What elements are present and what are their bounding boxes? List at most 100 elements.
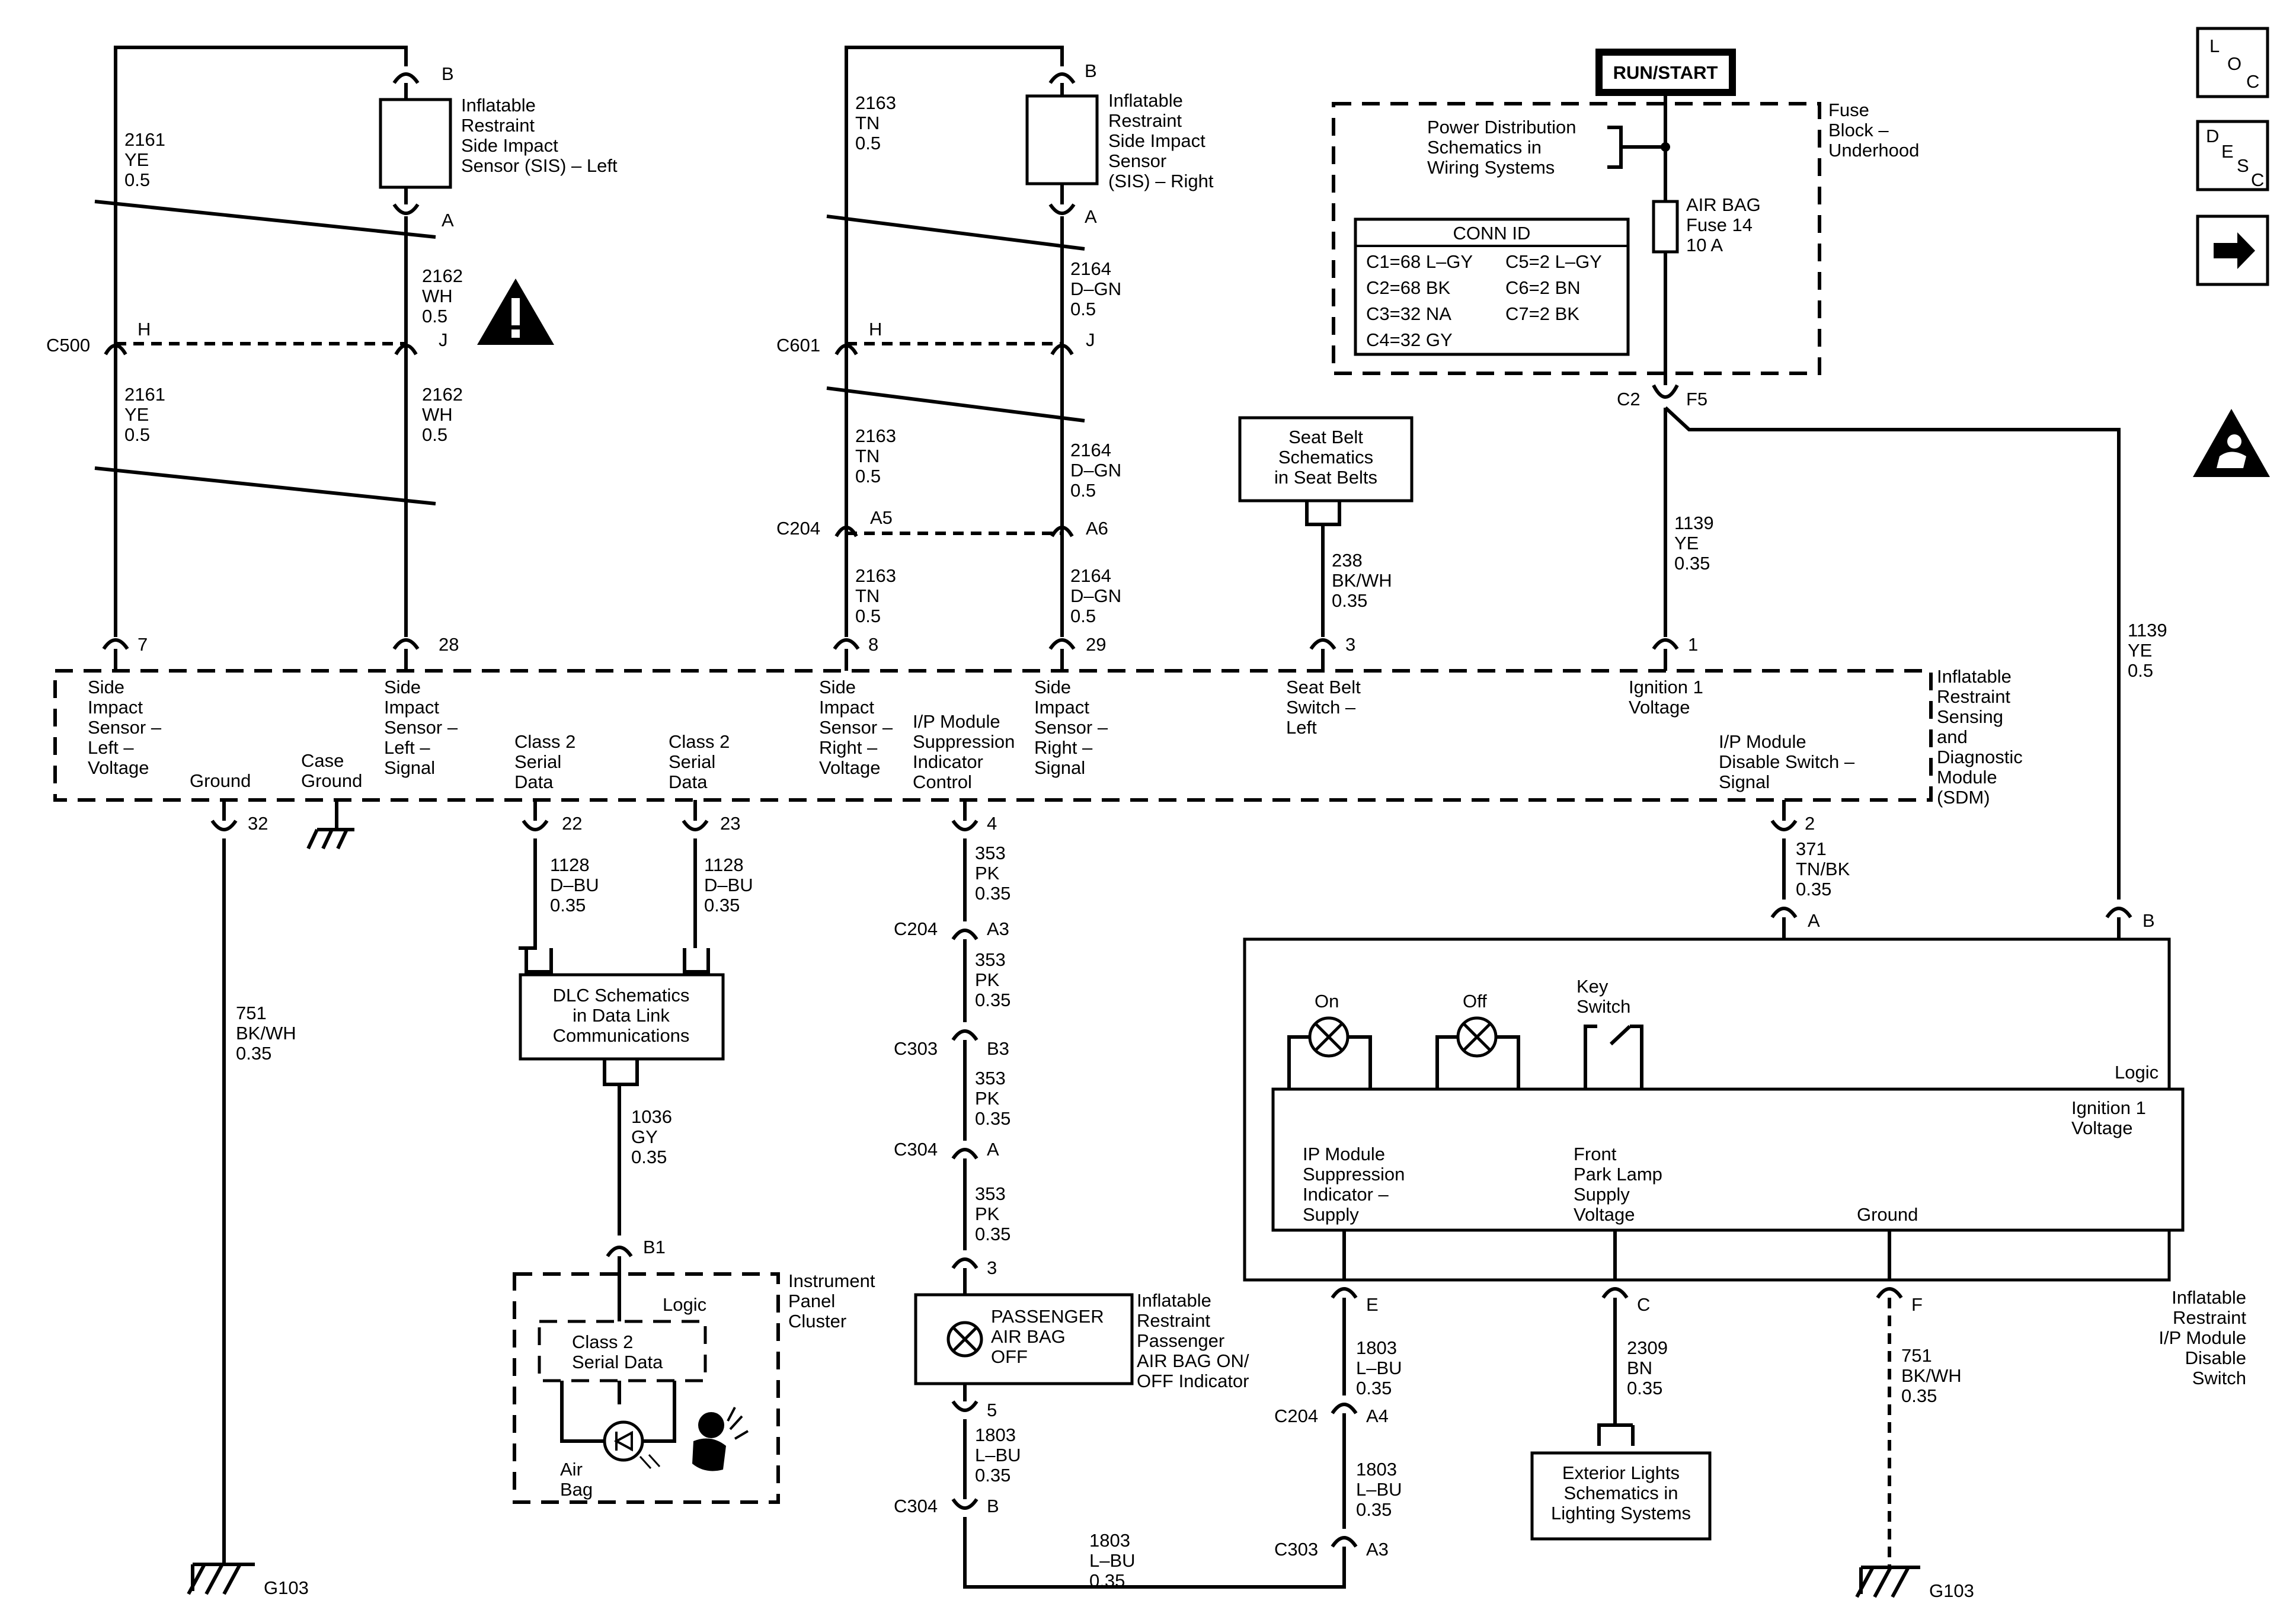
wire-1803c-2: 0.35	[1356, 1499, 1392, 1520]
sdm-lbl-sisr-v-3: Right –	[819, 737, 878, 758]
wire-2164c-1: D–GN	[1070, 585, 1121, 606]
conn-id-c3: C3=32 NA	[1366, 303, 1451, 324]
wire-1803c-1: L–BU	[1356, 1479, 1402, 1500]
pd-ref-1[interactable]: Schematics in	[1427, 137, 1542, 158]
ext-lights-ref-2: Lighting Systems	[1551, 1503, 1691, 1523]
c304-b-label: C304	[894, 1496, 938, 1516]
wire-2161b-1: YE	[124, 404, 149, 425]
right-sis-pin-a: A	[1085, 206, 1097, 227]
sdm-pin-32: 32	[248, 813, 268, 834]
wire-2164c-2: 0.5	[1070, 606, 1096, 626]
left-sis-pin-a: A	[442, 210, 454, 231]
desc-icon[interactable]	[2196, 120, 2269, 191]
ipc-airbag-0: Air	[560, 1459, 583, 1480]
wire-1803a-2: 0.35	[975, 1465, 1011, 1486]
wire-2164b-2: 0.5	[1070, 480, 1096, 501]
wire-2164b-1: D–GN	[1070, 460, 1121, 481]
wire-1803b-1: L–BU	[1356, 1358, 1402, 1378]
wire-353c-1: PK	[975, 1088, 1000, 1109]
c204-a4-label: C204	[1274, 1406, 1318, 1426]
wire-2163b-0: 2163	[855, 425, 896, 446]
conn-id-c4: C4=32 GY	[1366, 329, 1453, 350]
wire-1128a-0: 1128	[550, 854, 590, 875]
wire-2164a-2: 0.5	[1070, 299, 1096, 319]
right-sis-name-0: Inflatable	[1108, 90, 1183, 111]
ds-key-1: Switch	[1576, 996, 1630, 1017]
ds-name-3: Disable	[2185, 1347, 2246, 1368]
wire-2162b-1: WH	[422, 404, 453, 425]
desc-icon-d: D	[2206, 126, 2219, 146]
c303-b3-pin: B3	[987, 1038, 1009, 1059]
sdm-name-3: and	[1937, 726, 1968, 747]
pd-ref-0[interactable]: Power Distribution	[1427, 117, 1576, 137]
pd-ref-2[interactable]: Wiring Systems	[1427, 157, 1555, 178]
wire-2162a-0: 2162	[422, 265, 463, 286]
sdm-lbl-class2a-2: Data	[514, 772, 554, 792]
wire-751b-0: 751	[1901, 1345, 1932, 1366]
sdm-lbl-class2b-1: Serial	[669, 751, 715, 772]
sdm-lbl-seatbelt-0: Seat Belt	[1286, 677, 1361, 697]
sdm-lbl-sisr-s-2: Sensor –	[1034, 717, 1108, 738]
wire-2309-2: 0.35	[1627, 1378, 1662, 1398]
c303-a3-label: C303	[1274, 1539, 1318, 1560]
sdm-lbl-disable-1: Disable Switch –	[1719, 751, 1855, 772]
ds-ipsupply-1: Suppression	[1303, 1164, 1405, 1185]
wire-1803d-1: L–BU	[1089, 1550, 1136, 1571]
sdm-lbl-ipsupp-1: Suppression	[913, 731, 1015, 752]
wire-371-0: 371	[1796, 838, 1827, 859]
loc-icon[interactable]	[2196, 27, 2269, 98]
sdm-lbl-sisr-s-4: Signal	[1034, 757, 1085, 778]
fuse-block-name-0: Fuse	[1828, 100, 1869, 120]
pass-ind-name-2: Passenger	[1137, 1330, 1224, 1351]
conn-id-c7: C7=2 BK	[1505, 303, 1579, 324]
ext-lights-ref[interactable]	[1530, 1451, 1712, 1541]
dlc-ref-box[interactable]	[519, 973, 725, 1061]
sdm-lbl-ipsupp-0: I/P Module	[913, 711, 1000, 732]
wire-1803a-0: 1803	[975, 1425, 1016, 1445]
ipc-module	[513, 1246, 780, 1504]
sdm-name-5: Module	[1937, 767, 1997, 788]
ds-ipsupply-2: Indicator –	[1303, 1184, 1389, 1205]
seat-belt-ref-1: Schematics	[1278, 447, 1373, 468]
wire-353d-2: 0.35	[975, 1224, 1011, 1244]
fuse-block-name-1: Block –	[1828, 120, 1889, 140]
desc-icon-s: S	[2237, 155, 2249, 176]
sdm-lbl-disable-0: I/P Module	[1719, 731, 1806, 752]
indicator-chain	[914, 838, 1346, 1589]
sdm-lbl-class2a-1: Serial	[514, 751, 561, 772]
c2-label: C2	[1617, 389, 1641, 409]
sdm-name-6: (SDM)	[1937, 787, 1990, 808]
wire-1803d-0: 1803	[1089, 1530, 1130, 1551]
ds-name-4: Switch	[2192, 1368, 2246, 1388]
ds-on: On	[1315, 991, 1339, 1012]
seat-belt-ref[interactable]	[1238, 416, 1414, 637]
wire-2163b-1: TN	[855, 446, 880, 466]
next-arrow-icon[interactable]	[2196, 215, 2269, 286]
ds-pin-e: E	[1366, 1294, 1379, 1315]
left-sis-name-3: Sensor (SIS) – Left	[461, 155, 618, 176]
wire-2164a-1: D–GN	[1070, 279, 1121, 299]
loc-icon-c: C	[2246, 71, 2259, 92]
wire-1803b-2: 0.35	[1356, 1378, 1392, 1398]
sdm-pin-29: 29	[1086, 634, 1106, 655]
wire-1139b-1: YE	[2128, 640, 2152, 661]
c303-b3-label: C303	[894, 1038, 938, 1059]
fuse-block	[1332, 92, 1821, 385]
left-sis-name-1: Restraint	[461, 115, 535, 136]
sdm-lbl-sisl-s-4: Signal	[384, 757, 435, 778]
wire-353b-2: 0.35	[975, 990, 1011, 1010]
ds-name-1: Restraint	[2173, 1307, 2246, 1328]
wire-1036-0: 1036	[631, 1106, 672, 1127]
wire-353b-0: 353	[975, 949, 1006, 970]
sdm-pin-23: 23	[720, 813, 740, 834]
ds-ipsupply-0: IP Module	[1303, 1144, 1385, 1164]
wire-353a-0: 353	[975, 843, 1006, 863]
run-start-box	[1595, 49, 1736, 96]
seat-belt-ref-0: Seat Belt	[1288, 427, 1363, 447]
sdm-pin-2: 2	[1805, 813, 1815, 834]
sdm-lbl-class2b-2: Data	[669, 772, 708, 792]
ds-logic: Logic	[2115, 1062, 2159, 1083]
pass-ind-pin-5: 5	[987, 1400, 997, 1420]
ds-frontpark-3: Voltage	[1574, 1204, 1635, 1225]
